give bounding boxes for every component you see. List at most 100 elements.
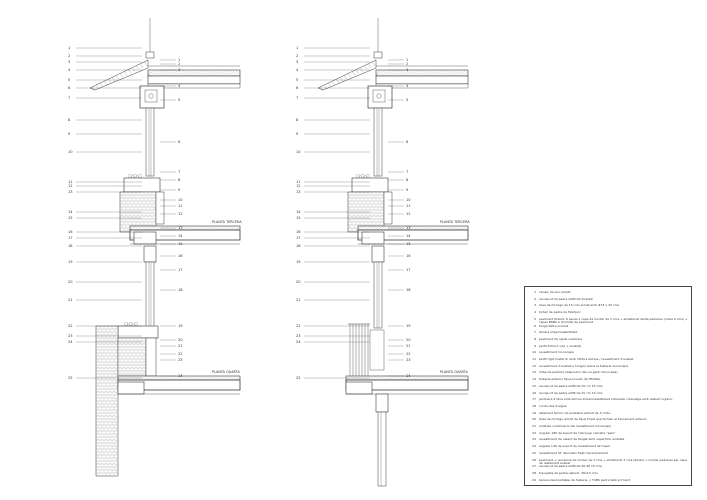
roof-tile: [107, 79, 112, 84]
legend-description: tortell de pedra de Montjuïc: [539, 311, 581, 315]
wall-insulation-lower: [145, 337, 157, 377]
callout-number: 15: [68, 216, 73, 220]
hatch-line: [375, 69, 383, 77]
hatch-line: [395, 375, 401, 381]
callout-number: 15: [178, 242, 183, 246]
hatch-line: [215, 225, 221, 231]
hatch-line: [378, 69, 386, 77]
roof-terrace-hatch: [147, 69, 241, 77]
legend-number: 5: [534, 317, 536, 321]
hatch-line: [435, 69, 443, 77]
hatch-line: [429, 69, 437, 77]
hatch-line: [177, 69, 185, 77]
legend-description: jardinera d'obra amb làmina impermeabili…: [539, 398, 673, 402]
callout-number: 2: [406, 62, 408, 66]
hatch-line: [221, 375, 227, 381]
legend-number: 16: [532, 391, 536, 395]
hatch-line: [362, 225, 368, 231]
hatch-line: [237, 73, 241, 77]
hatch-line: [434, 375, 440, 381]
lower-glazing: [369, 329, 385, 371]
hatch-line: [150, 69, 158, 77]
hatch-line: [455, 225, 461, 231]
hatch-line: [386, 375, 392, 381]
level-label-quarta: PLANTA QUARTA: [440, 370, 468, 374]
callout-number: 20: [406, 338, 411, 342]
hatch-line: [201, 69, 209, 77]
legend-number: 18: [532, 404, 536, 408]
callout-number: 21: [178, 344, 183, 348]
top-lintel-core: [372, 89, 386, 103]
legend-description: revestiment d'acabat a l'origen sobre la…: [539, 364, 628, 368]
hatch-line: [405, 69, 413, 77]
callout-number: 10: [68, 150, 73, 154]
hatch-line: [426, 69, 434, 77]
callout-number: 13: [178, 226, 183, 230]
planter-upper-box: [351, 177, 389, 193]
roof-tile: [319, 86, 324, 92]
hatch-line: [180, 69, 188, 77]
callout-number: 5: [68, 78, 70, 82]
hatch-line: [140, 225, 146, 231]
hatch-line: [185, 375, 191, 381]
roof-terrace-hatch: [375, 69, 469, 77]
roof-tile: [95, 84, 100, 90]
top-lintel-detail: [148, 93, 154, 99]
callout-number: 23: [406, 358, 411, 362]
hatch-line: [399, 69, 407, 77]
hatch-line: [230, 225, 236, 231]
hatch-line: [155, 225, 161, 231]
legend-number: 2: [534, 297, 536, 301]
hatch-line: [428, 225, 434, 231]
roof-tile: [327, 83, 332, 88]
callout-number: 19: [406, 324, 411, 328]
hatch-line: [420, 69, 428, 77]
callout-number: 21: [406, 344, 411, 348]
callout-number: 11: [178, 204, 183, 208]
callout-number: 9: [406, 188, 409, 192]
legend-number: 9: [534, 344, 536, 348]
legend-number: 29: [532, 478, 536, 482]
callout-number: 17: [296, 236, 301, 240]
slab-edge-2: [117, 381, 145, 395]
hatch-line: [194, 375, 200, 381]
callout-number: 23: [296, 334, 301, 338]
roof-tile: [363, 65, 368, 70]
callout-number: 25: [296, 376, 301, 380]
roof-tile: [323, 84, 328, 90]
hatch-line: [234, 70, 241, 77]
hatch-line: [407, 225, 413, 231]
callout-number: 7: [178, 170, 180, 174]
callout-number: 13: [68, 190, 73, 194]
callout-number: 1: [296, 46, 298, 50]
hatch-line: [233, 375, 239, 381]
legend-description: perfil Schüco (uni + acabat): [539, 344, 582, 348]
hatch-line: [203, 375, 209, 381]
hatch-line: [147, 69, 155, 77]
hatch-line: [164, 375, 170, 381]
floor-finish-1-hatch: [129, 225, 241, 231]
hatch-line: [219, 69, 227, 77]
callout-number: 14: [68, 210, 73, 214]
hatch-line: [411, 69, 419, 77]
hatch-line: [422, 375, 428, 381]
hatch-line: [464, 376, 469, 381]
hatch-line: [417, 69, 425, 77]
hatch-line: [413, 225, 419, 231]
wall-insulation-upper: [383, 191, 393, 225]
hatch-line: [438, 69, 446, 77]
hatch-line: [174, 69, 182, 77]
legend-description: aïllament tèrmic de poliestirè extruït d…: [539, 411, 611, 415]
legend-description: revestiment de rasant de fangat amb supe…: [539, 438, 625, 442]
roof-slab: [89, 59, 149, 91]
